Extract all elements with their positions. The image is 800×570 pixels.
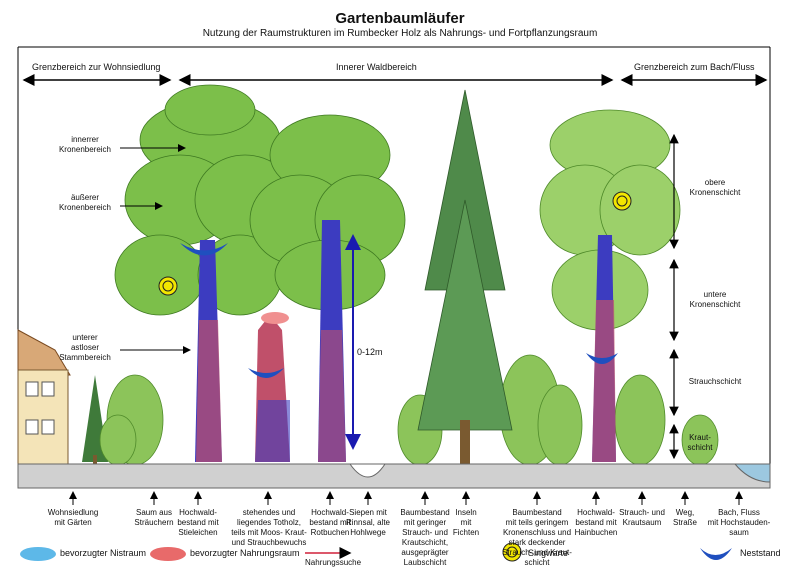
- ground-label: stehendes und liegendes Totholz, teils m…: [231, 508, 307, 547]
- zone-left-label: Grenzbereich zur Wohnsiedlung: [32, 62, 161, 72]
- ground-label: Inseln mit Fichten: [452, 508, 480, 537]
- ground-label: Siepen mit Rinnsal, alte Hohlwege: [345, 508, 391, 537]
- zone-middle-label: Innerer Waldbereich: [336, 62, 417, 72]
- deadwood-stump: [255, 312, 290, 462]
- spruce-tree: [417, 89, 513, 464]
- diagram-subtitle: Nutzung der Raumstrukturen im Rumbecker …: [202, 28, 598, 39]
- legend-food-search: Nahrungssuche: [305, 558, 362, 567]
- diagram-title: Gartenbaumläufer: [335, 10, 465, 27]
- ground-label: Hochwald- bestand mit Rotbuchen: [309, 508, 351, 537]
- legend-nest-space: bevorzugter Nistraum: [60, 548, 147, 558]
- label-inner-crown: inner­rer Kronenbereich: [58, 135, 112, 154]
- hornbeam-tree: [539, 109, 681, 462]
- layer-lower-crown: untere Kronenschicht: [689, 290, 741, 309]
- label-lower-trunk: unterer astloser Stammbereich: [59, 333, 111, 362]
- layer-shrub: Strauchschicht: [688, 377, 742, 386]
- label-outer-crown: äußerer Kronenbereich: [58, 193, 112, 212]
- legend-song-post: Singwarte: [528, 548, 569, 558]
- legend-food-space: bevorzugter Nahrungsraum: [190, 548, 300, 558]
- ground-label: Bach, Fluss mit Hochstauden- saum: [707, 508, 771, 537]
- ground-label: Saum aus Sträuchern: [134, 508, 174, 527]
- ground-label: Hochwald- bestand mit Hainbuchen: [574, 508, 618, 537]
- ground-label: Baumbestand mit teils geringem Kronensch…: [502, 508, 572, 567]
- ground-label: Wohnsiedlung mit Gärten: [47, 508, 99, 527]
- layer-herb: Kraut- schicht: [687, 433, 713, 452]
- legend-nest-site: Neststand: [740, 548, 781, 558]
- layer-upper-crown: obere Kronenschicht: [689, 178, 741, 197]
- ground-label: Strauch- und Krautsaum: [619, 508, 665, 527]
- zone-right-label: Grenzbereich zum Bach/Fluss: [634, 62, 755, 72]
- song-post-markers: [158, 191, 632, 296]
- house-illustration: [17, 329, 71, 465]
- ground-label: Hochwald- bestand mit Stieleichen: [177, 508, 219, 537]
- ground-label: Weg, Straße: [672, 508, 697, 527]
- ground-label: Baumbestand mit geringer Strauch- und Kr…: [400, 508, 450, 567]
- height-label: 0-12m: [357, 347, 383, 357]
- oak-tree: [114, 84, 296, 462]
- nest-site-markers: [180, 243, 618, 378]
